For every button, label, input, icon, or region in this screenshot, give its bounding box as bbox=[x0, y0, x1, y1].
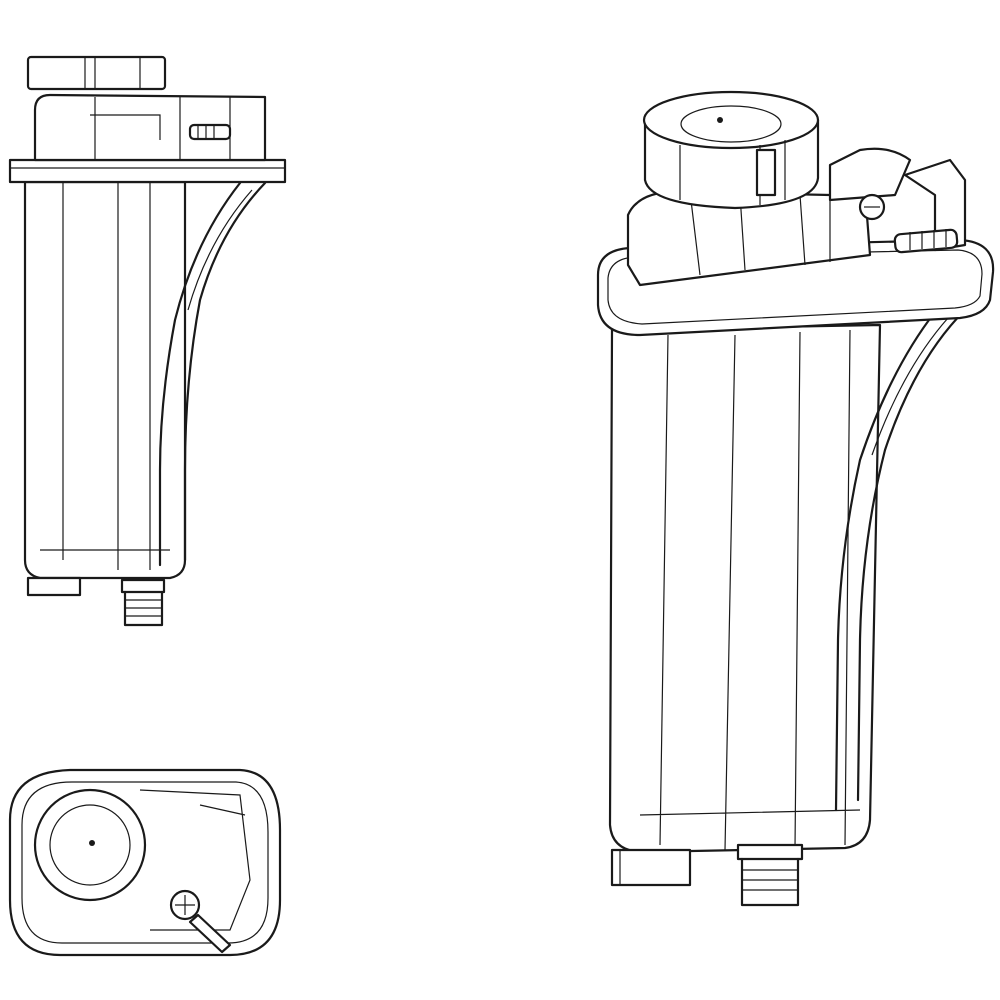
perspective-hose bbox=[834, 308, 967, 812]
side-view-flange bbox=[8, 158, 287, 184]
side-view-housing bbox=[33, 93, 267, 162]
perspective-housing bbox=[626, 147, 967, 287]
perspective-body bbox=[608, 323, 882, 887]
perspective-view bbox=[596, 90, 995, 907]
perspective-outlet-nozzle bbox=[736, 843, 804, 907]
side-view-cap bbox=[26, 55, 167, 91]
side-view-outlet-nozzle bbox=[120, 578, 166, 627]
side-view-body bbox=[23, 180, 187, 597]
side-view-hose bbox=[158, 181, 267, 567]
top-view bbox=[8, 768, 282, 957]
perspective-cap bbox=[642, 90, 820, 210]
side-view bbox=[8, 55, 287, 627]
